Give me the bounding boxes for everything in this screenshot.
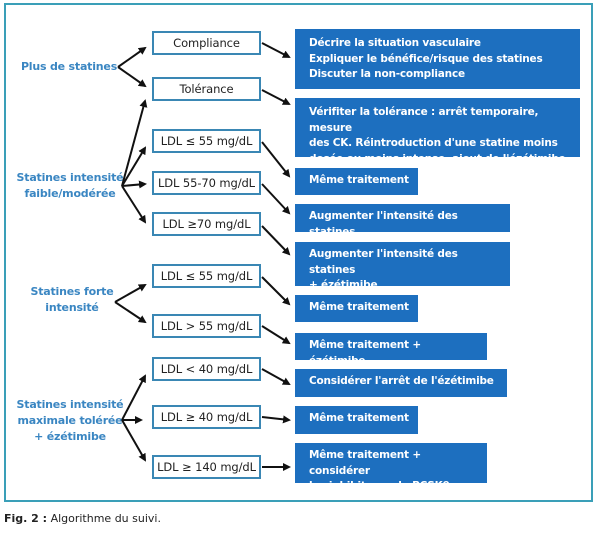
- group-line: maximale tolérée: [17, 414, 123, 427]
- figure-caption: Fig. 2 : Algorithme du suivi.: [4, 512, 161, 525]
- arrow: [114, 284, 147, 303]
- action-box: Même traitement: [295, 406, 418, 434]
- action-box: Vérifiter la tolérance : arrêt temporair…: [295, 98, 580, 165]
- action-line: Expliquer le bénéfice/risque des statine…: [309, 52, 543, 65]
- arrow: [261, 225, 291, 256]
- arrow: [261, 42, 291, 58]
- condition-box: Compliance: [152, 31, 261, 55]
- arrow: [261, 415, 291, 424]
- action-line: Augmenter l'intensité des statines: [309, 210, 458, 238]
- condition-box: LDL ≥ 40 mg/dL: [152, 405, 261, 429]
- arrow: [117, 66, 147, 88]
- group-text: Plus de statines: [20, 60, 118, 73]
- group-line: Statines intensité: [16, 398, 124, 411]
- action-box: Augmenter l'intensité des statines: [295, 204, 510, 238]
- arrow: [261, 325, 291, 345]
- action-line: Vérifiter la tolérance : arrêt temporair…: [309, 106, 539, 134]
- condition-box: LDL ≤ 55 mg/dL: [152, 129, 261, 153]
- arrow: [261, 183, 291, 215]
- arrow: [117, 46, 147, 68]
- action-box: Même traitement + considérer les inhibit…: [295, 443, 487, 492]
- group-line: Statines forte: [30, 285, 114, 298]
- action-line: les inhibiteurs de PCSK9: [309, 480, 450, 492]
- group-line: Statines intensité: [16, 171, 124, 184]
- action-line: Même traitement: [309, 174, 409, 186]
- group-label-forte-intensite: Statines forte intensité: [22, 284, 122, 316]
- action-line: Même traitement + considérer: [309, 449, 421, 477]
- arrow: [114, 301, 147, 324]
- diagram-frame: [4, 3, 593, 502]
- condition-box: Tolérance: [152, 77, 261, 101]
- action-line: Décrire la situation vasculaire: [309, 37, 481, 49]
- arrow: [121, 146, 147, 187]
- action-line: Considérer l'arrêt de l'ézétimibe: [309, 375, 494, 387]
- arrow: [121, 99, 148, 187]
- condition-box: LDL ≥70 mg/dL: [152, 212, 261, 236]
- group-line: intensité: [45, 301, 99, 314]
- arrow: [121, 180, 147, 189]
- arrow: [121, 419, 146, 462]
- group-label-plus-de-statines: Plus de statines: [14, 59, 124, 75]
- arrow: [121, 374, 146, 421]
- action-line: Discuter la non-compliance: [309, 68, 465, 80]
- action-box: Même traitement + ézétimibe: [295, 333, 487, 367]
- action-box: Même traitement: [295, 168, 418, 195]
- arrow: [261, 276, 291, 306]
- group-label-intensite-maximale: Statines intensité maximale tolérée + éz…: [10, 397, 130, 445]
- group-line: + ézétimibe: [34, 430, 106, 443]
- action-box: Même traitement: [295, 295, 418, 322]
- arrow: [261, 368, 291, 385]
- action-line: Même traitement: [309, 412, 409, 424]
- action-line: des CK. Réintroduction d'une statine moi…: [309, 137, 558, 149]
- action-line: Augmenter l'intensité des statines: [309, 248, 458, 276]
- caption-text: Algorithme du suivi.: [50, 512, 161, 525]
- condition-box: LDL ≥ 140 mg/dL: [152, 455, 261, 479]
- action-line: Même traitement + ézétimibe: [309, 339, 421, 367]
- action-line: dosée ou moins intense, ajout de l'ézéti…: [309, 152, 566, 165]
- action-line: + ézétimibe: [309, 279, 378, 291]
- condition-box: LDL < 40 mg/dL: [152, 357, 261, 381]
- arrow: [261, 141, 291, 178]
- condition-box: LDL ≤ 55 mg/dL: [152, 264, 261, 288]
- caption-label: Fig. 2 :: [4, 512, 48, 525]
- condition-box: LDL > 55 mg/dL: [152, 314, 261, 338]
- action-box: Considérer l'arrêt de l'ézétimibe: [295, 369, 507, 397]
- action-box: Augmenter l'intensité des statines + ézé…: [295, 242, 510, 291]
- arrow: [121, 185, 147, 224]
- group-label-intensite-faible: Statines intensité faible/modérée: [10, 170, 130, 202]
- action-box: Décrire la situation vasculaire Explique…: [295, 29, 580, 89]
- arrow: [261, 89, 291, 105]
- condition-box: LDL 55-70 mg/dL: [152, 171, 261, 195]
- group-line: faible/modérée: [24, 187, 116, 200]
- action-line: Même traitement: [309, 301, 409, 313]
